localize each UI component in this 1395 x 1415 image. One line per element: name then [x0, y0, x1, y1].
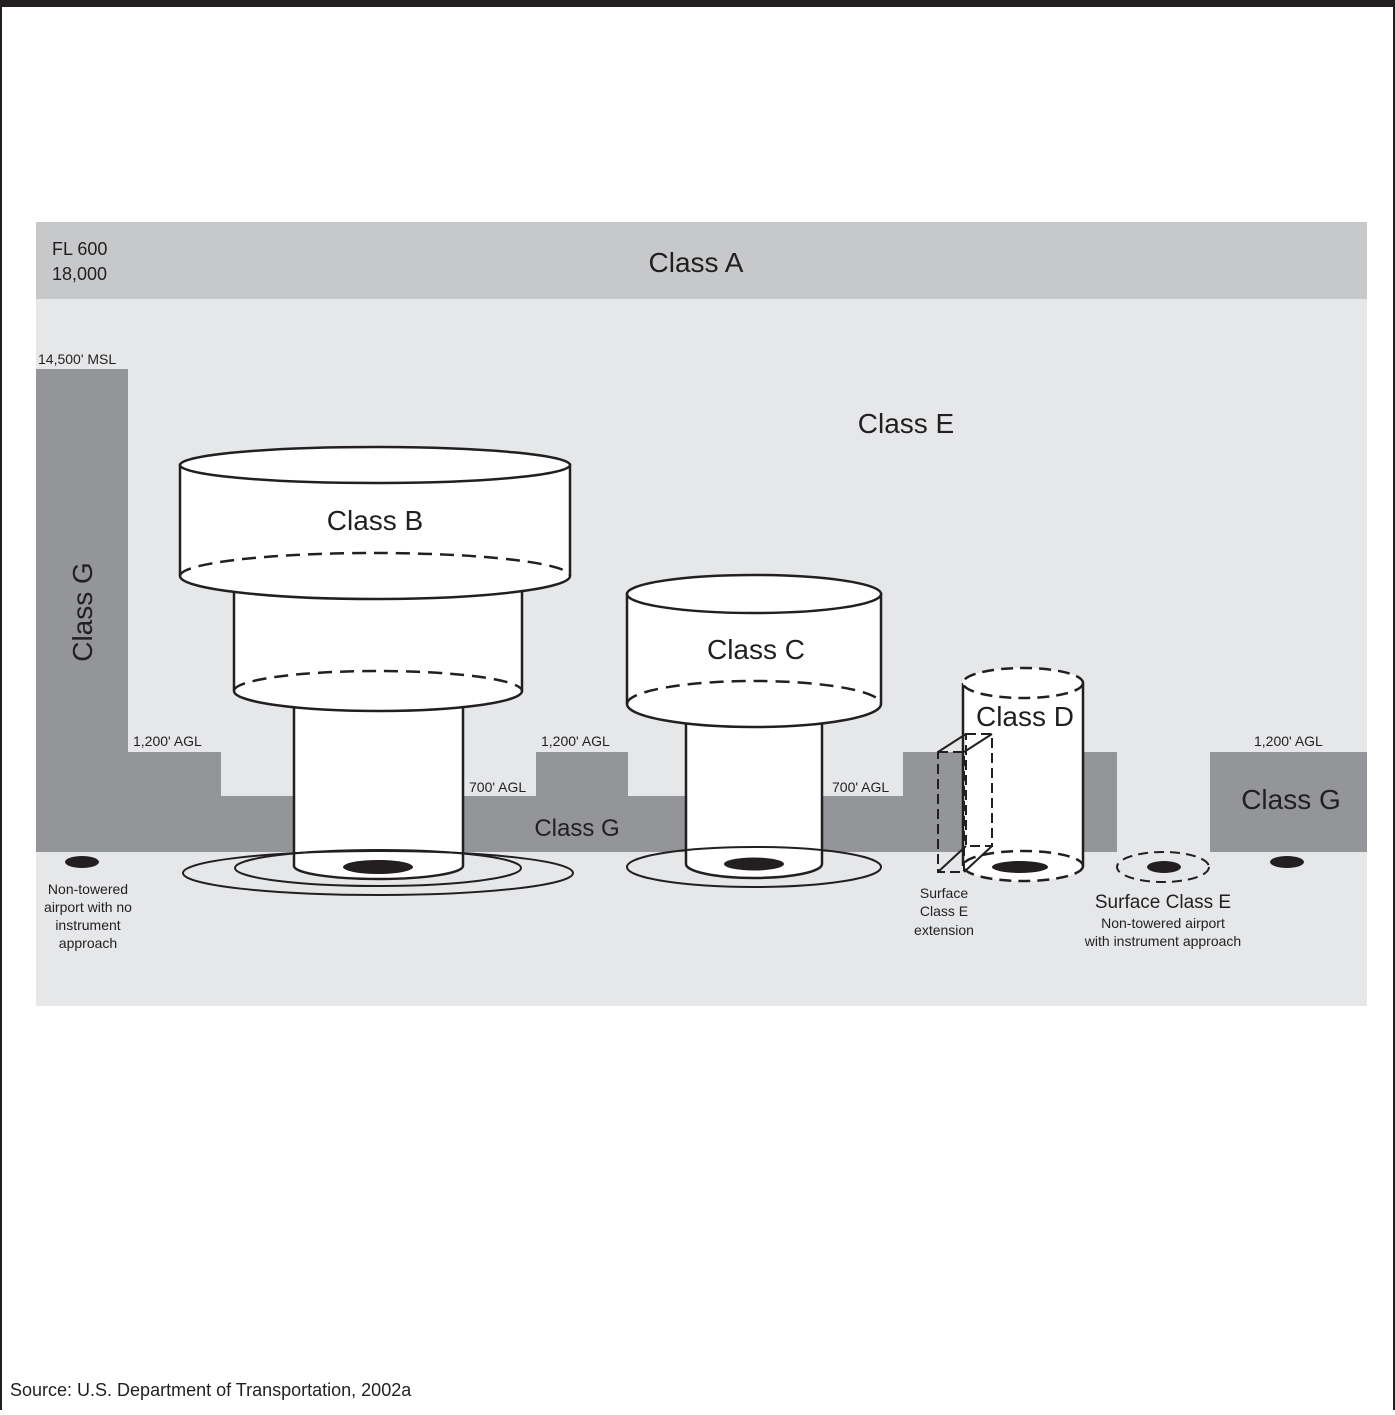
surface-class-e-sub-line2: with instrument approach: [1084, 933, 1241, 949]
altitude-18000-label: 18,000: [52, 264, 107, 284]
nontowered-airport-marker: [65, 856, 99, 868]
class-b-label: Class B: [327, 505, 423, 536]
class-g-right-label: Class G: [1241, 784, 1341, 815]
class-c-airport-marker: [724, 857, 784, 871]
surface-class-e-airport-marker: [1147, 861, 1181, 873]
surface-class-e-sub-line1: Non-towered airport: [1101, 915, 1225, 931]
agl-1200-middle-label: 1,200' AGL: [541, 733, 610, 749]
class-d-airport-marker: [992, 861, 1048, 873]
surface-class-e-title: Surface Class E: [1095, 892, 1231, 913]
class-c-structure: [625, 573, 883, 888]
right-airport-marker: [1270, 856, 1304, 868]
surface-class-e-ring: [1116, 851, 1210, 883]
top-rule: [0, 0, 1395, 7]
agl-700-left-label: 700' AGL: [469, 779, 526, 795]
altitude-fl600-label: FL 600: [52, 239, 107, 259]
class-g-middle-label: Class G: [534, 815, 619, 842]
class-d-structure: [961, 666, 1085, 883]
nontowered-caption-line4: approach: [59, 935, 117, 951]
class-a-label: Class A: [649, 247, 744, 278]
source-note: Source: U.S. Department of Transportatio…: [10, 1380, 412, 1400]
class-b-airport-marker: [343, 860, 413, 874]
class-d-label: Class D: [976, 701, 1074, 732]
msl-14500-label: 14,500' MSL: [38, 351, 116, 367]
nontowered-caption-line3: instrument: [55, 917, 120, 933]
agl-700-right-label: 700' AGL: [832, 779, 889, 795]
agl-1200-left-label: 1,200' AGL: [133, 733, 202, 749]
nontowered-caption-line1: Non-towered: [48, 881, 128, 897]
class-c-label: Class C: [707, 634, 805, 665]
class-g-vertical-label: Class G: [67, 562, 98, 662]
surface-e-extension-line3: extension: [914, 922, 974, 938]
class-b-structure: [178, 445, 574, 896]
class-g-area: [36, 369, 1367, 852]
surface-e-extension-box: [937, 733, 993, 873]
surface-e-extension-line2: Class E: [920, 903, 968, 919]
nontowered-caption-line2: airport with no: [44, 899, 132, 915]
agl-1200-right-label: 1,200' AGL: [1254, 733, 1323, 749]
surface-e-extension-line1: Surface: [920, 885, 968, 901]
class-e-label: Class E: [858, 408, 954, 439]
class-a-band: [36, 222, 1367, 299]
